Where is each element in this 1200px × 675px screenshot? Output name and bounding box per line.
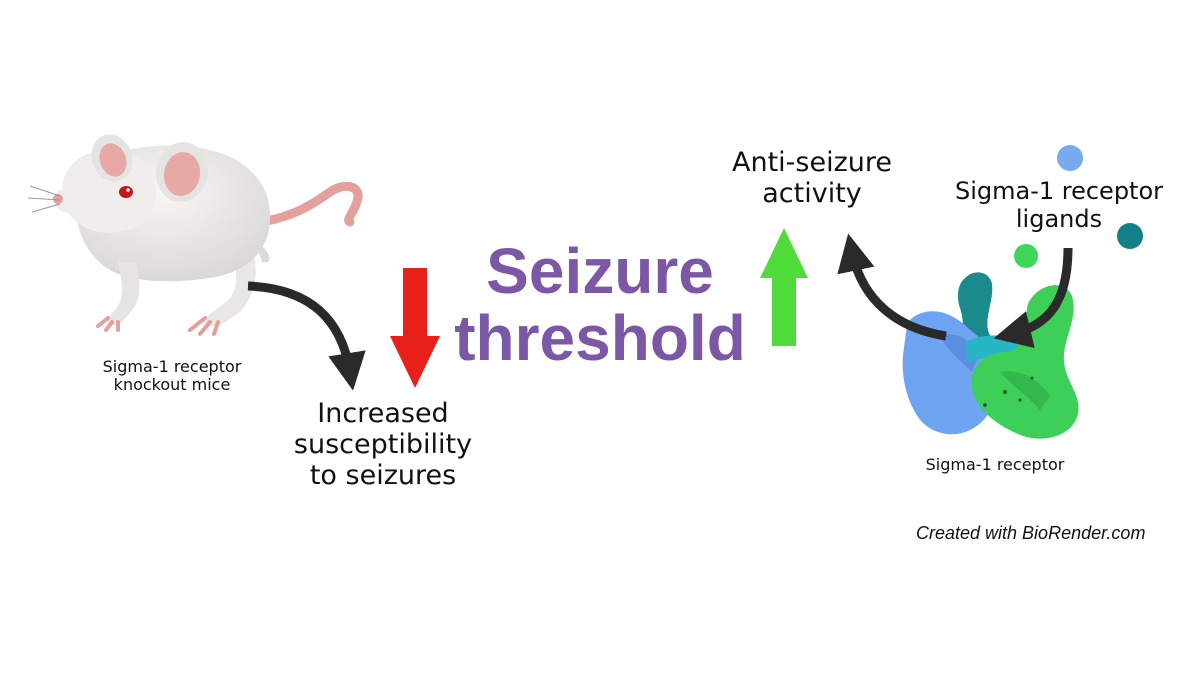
ligand-dot-teal: [1117, 223, 1143, 249]
threshold-line1: Seizure: [486, 235, 714, 307]
mouse-illustration: [27, 134, 363, 336]
increased-line3: to seizures: [309, 460, 457, 492]
antiseizure-line2: activity: [762, 178, 862, 210]
ligand-dot-blue: [1057, 145, 1083, 171]
mouse-label: Sigma-1 receptor knockout mice: [72, 357, 272, 395]
increased-line2: susceptibility: [293, 429, 473, 461]
credit-text: Created with BioRender.com: [916, 523, 1146, 543]
increased-susceptibility-label: Increased susceptibility to seizures: [268, 398, 498, 491]
mouse-label-line2: knockout mice: [113, 375, 231, 395]
ligands-line2: ligands: [1015, 204, 1103, 233]
down-arrow: [390, 268, 440, 388]
seizure-threshold-title: Seizure threshold: [450, 235, 750, 375]
ligand-dot-green: [1014, 244, 1038, 268]
anti-seizure-label: Anti-seizure activity: [712, 147, 912, 209]
antiseizure-line1: Anti-seizure: [732, 147, 892, 178]
receptor-label: Sigma-1 receptor: [925, 455, 1065, 474]
up-arrow: [760, 228, 808, 346]
increased-line1: Increased: [317, 398, 449, 429]
curved-arrow-receptor-to-antiseizure: [837, 233, 947, 341]
ligands-line1: Sigma-1 receptor: [954, 177, 1164, 205]
curved-arrow-mouse-to-susceptibility: [247, 281, 366, 391]
threshold-line2: threshold: [454, 302, 746, 375]
sigma-1-receptor-protein: [902, 272, 1079, 439]
ligands-label: Sigma-1 receptor ligands: [944, 177, 1174, 233]
curved-arrow-ligands-to-receptor: [993, 247, 1073, 349]
mouse-label-line1: Sigma-1 receptor: [102, 357, 242, 376]
